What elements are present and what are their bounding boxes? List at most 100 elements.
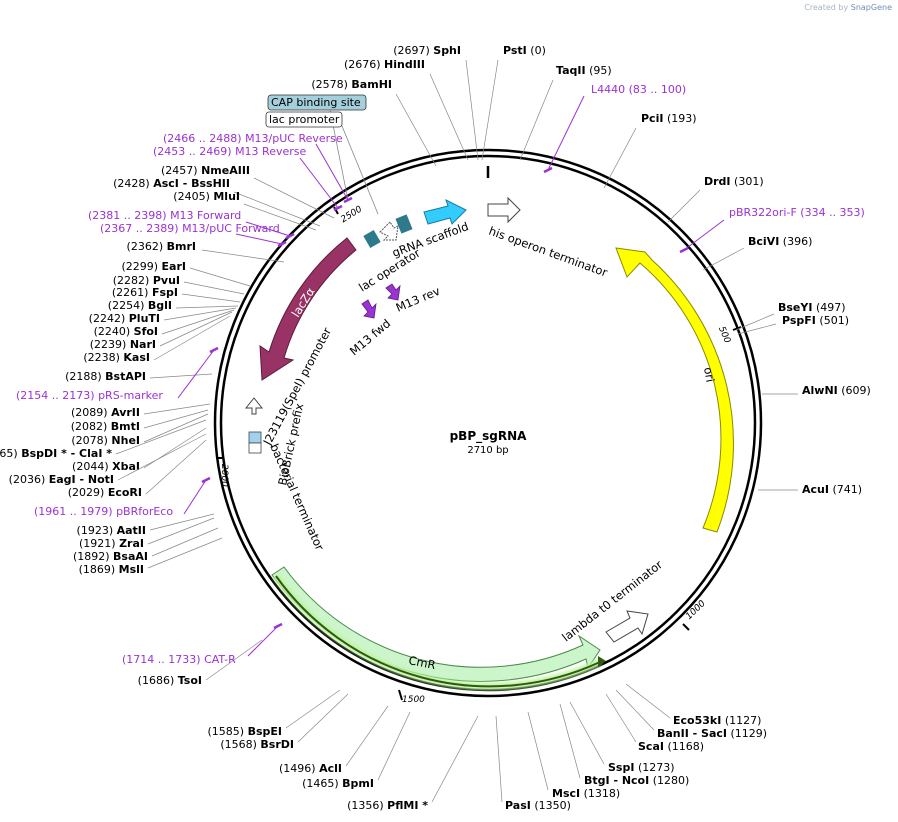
- restriction-site-label[interactable]: (2082) BmtI: [71, 420, 140, 433]
- primer-range: (2381 .. 2398): [88, 209, 167, 222]
- primer-label[interactable]: (1714 .. 1733) CAT-R: [122, 653, 236, 666]
- primer-label[interactable]: (2367 .. 2389) M13/pUC Forward: [100, 222, 280, 235]
- restriction-site-label[interactable]: (2428) AscI - BssHII: [113, 177, 230, 190]
- restriction-site-label[interactable]: (1686) TsoI: [138, 674, 202, 687]
- site-enzyme-name: KasI: [123, 351, 150, 364]
- restriction-site-label[interactable]: BanII - SacI (1129): [657, 727, 767, 740]
- site-enzyme-name: EarI: [162, 260, 186, 273]
- restriction-site-label[interactable]: TaqII (95): [556, 64, 612, 77]
- lacza-feature[interactable]: [259, 237, 357, 381]
- restriction-site-label[interactable]: (2036) EagI - NotI: [9, 473, 114, 486]
- site-position: (1350): [534, 799, 571, 812]
- site-enzyme-name: AatII: [117, 524, 146, 537]
- restriction-site-label[interactable]: (2078) NheI: [71, 434, 140, 447]
- restriction-site-label[interactable]: PstI (0): [503, 44, 546, 57]
- restriction-site-label[interactable]: (2089) AvrII: [71, 406, 140, 419]
- primer-label[interactable]: (2453 .. 2469) M13 Reverse: [153, 145, 306, 158]
- restriction-site-label[interactable]: (2405) MluI: [173, 190, 240, 203]
- site-position: (2254): [108, 299, 145, 312]
- restriction-site-label[interactable]: (2254) BglI: [108, 299, 172, 312]
- site-position: (2578): [311, 78, 348, 91]
- restriction-site-label[interactable]: SspI (1273): [608, 761, 675, 774]
- site-position: (2065): [0, 447, 18, 460]
- restriction-site-label[interactable]: (2029) EcoRI: [68, 486, 142, 499]
- restriction-site-label[interactable]: (1496) AclI: [279, 762, 342, 775]
- primer-label[interactable]: pBR322ori-F (334 .. 353): [729, 206, 865, 219]
- ruler-label-1500: 1500: [402, 695, 425, 705]
- lambda-t0-terminator-arrow[interactable]: [605, 610, 649, 643]
- restriction-site-label[interactable]: (2457) NmeAIII: [161, 164, 250, 177]
- restriction-site-label[interactable]: (2238) KasI: [83, 351, 150, 364]
- cap-site-box[interactable]: [363, 229, 381, 249]
- restriction-site-label[interactable]: DrdI (301): [704, 175, 764, 188]
- restriction-site-label[interactable]: (2242) PluTI: [89, 312, 160, 325]
- site-leader-line: [143, 413, 209, 443]
- site-position: (1318): [584, 787, 621, 800]
- restriction-site-label[interactable]: (1892) BsaAI: [73, 550, 148, 563]
- site-position: (1127): [725, 714, 762, 727]
- primer-label[interactable]: (2154 .. 2173) pRS-marker: [16, 389, 163, 402]
- restriction-site-label[interactable]: (2188) BstAPI: [65, 370, 146, 383]
- ori-feature[interactable]: [615, 247, 734, 533]
- site-leader-line: [559, 703, 581, 779]
- site-leader-line: [233, 191, 321, 227]
- restriction-site-label[interactable]: PciI (193): [641, 112, 697, 125]
- m13-fwd-primer-arrow[interactable]: [361, 299, 377, 319]
- site-position: (501): [819, 314, 849, 327]
- restriction-site-label[interactable]: (1869) MslI: [79, 563, 144, 576]
- restriction-site-label[interactable]: (1568) BsrDI: [220, 738, 294, 751]
- m13-rev-primer-arrow[interactable]: [385, 283, 401, 301]
- restriction-site-label[interactable]: (2697) SphI: [393, 44, 461, 57]
- restriction-site-label[interactable]: (2362) BmrI: [127, 240, 196, 253]
- bacterial-terminator-box[interactable]: [248, 442, 262, 454]
- restriction-site-label[interactable]: (2676) HindIII: [344, 58, 425, 71]
- lac-operator-arrow[interactable]: [379, 221, 399, 241]
- primer-name: L4440: [591, 83, 625, 96]
- restriction-site-label[interactable]: ScaI (1168): [638, 740, 704, 753]
- site-leader-line: [625, 683, 671, 719]
- site-position: (2242): [89, 312, 126, 325]
- restriction-site-label[interactable]: (2261) FspI: [112, 286, 178, 299]
- restriction-site-label[interactable]: (2299) EarI: [121, 260, 186, 273]
- site-enzyme-name: Eco53kI: [673, 714, 721, 727]
- primer-label[interactable]: L4440 (83 .. 100): [591, 83, 686, 96]
- site-position: (1465): [302, 777, 339, 790]
- restriction-site-label[interactable]: BciVI (396): [748, 235, 812, 248]
- primer-label[interactable]: (2381 .. 2398) M13 Forward: [88, 209, 241, 222]
- restriction-site-label[interactable]: PspFI (501): [782, 314, 849, 327]
- primer-label[interactable]: (1961 .. 1979) pBRforEco: [34, 505, 173, 518]
- gRNA-scaffold-box[interactable]: [395, 214, 413, 234]
- restriction-site-label[interactable]: (2240) SfoI: [94, 325, 158, 338]
- site-position: (1568): [220, 738, 257, 751]
- site-enzyme-name: PasI: [505, 799, 531, 812]
- restriction-site-label[interactable]: (1921) ZraI: [79, 537, 144, 550]
- his-operon-terminator-arrow[interactable]: [487, 196, 521, 224]
- restriction-site-label[interactable]: (2578) BamHI: [311, 78, 392, 91]
- restriction-site-label[interactable]: (1923) AatII: [77, 524, 146, 537]
- restriction-site-label[interactable]: (2282) PvuI: [113, 274, 180, 287]
- restriction-site-label[interactable]: (2044) XbaI: [72, 460, 140, 473]
- restriction-site-label[interactable]: AcuI (741): [802, 483, 862, 496]
- restriction-site-label[interactable]: (1356) PflMI *: [347, 799, 428, 812]
- restriction-site-label[interactable]: (1585) BspEI: [208, 725, 283, 738]
- restriction-site-label[interactable]: BseYI (497): [778, 301, 846, 314]
- site-enzyme-name: SspI: [608, 761, 634, 774]
- site-enzyme-name: BseYI: [778, 301, 812, 314]
- restriction-site-label[interactable]: Eco53kI (1127): [673, 714, 761, 727]
- restriction-site-label[interactable]: (1465) BpmI: [302, 777, 374, 790]
- site-position: (2044): [72, 460, 109, 473]
- primer-label[interactable]: (2466 .. 2488) M13/pUC Reverse: [163, 132, 343, 145]
- restriction-site-label[interactable]: MscI (1318): [552, 787, 620, 800]
- ori-label: ori: [701, 366, 717, 383]
- site-position: (2240): [94, 325, 131, 338]
- restriction-site-label[interactable]: PasI (1350): [505, 799, 571, 812]
- restriction-site-label[interactable]: BtgI - NcoI (1280): [584, 774, 689, 787]
- cyan-arrow-feature[interactable]: [423, 199, 467, 225]
- site-leader-line: [147, 537, 223, 569]
- restriction-site-label[interactable]: (2065) BspDI * - ClaI *: [0, 447, 112, 460]
- restriction-site-label[interactable]: AlwNI (609): [802, 384, 871, 397]
- restriction-site-label[interactable]: (2239) NarI: [90, 338, 156, 351]
- biobrick-prefix-arrow[interactable]: [244, 397, 264, 415]
- ruler-tick-500: [732, 326, 742, 331]
- ruler-label-2500: 2500: [339, 204, 364, 225]
